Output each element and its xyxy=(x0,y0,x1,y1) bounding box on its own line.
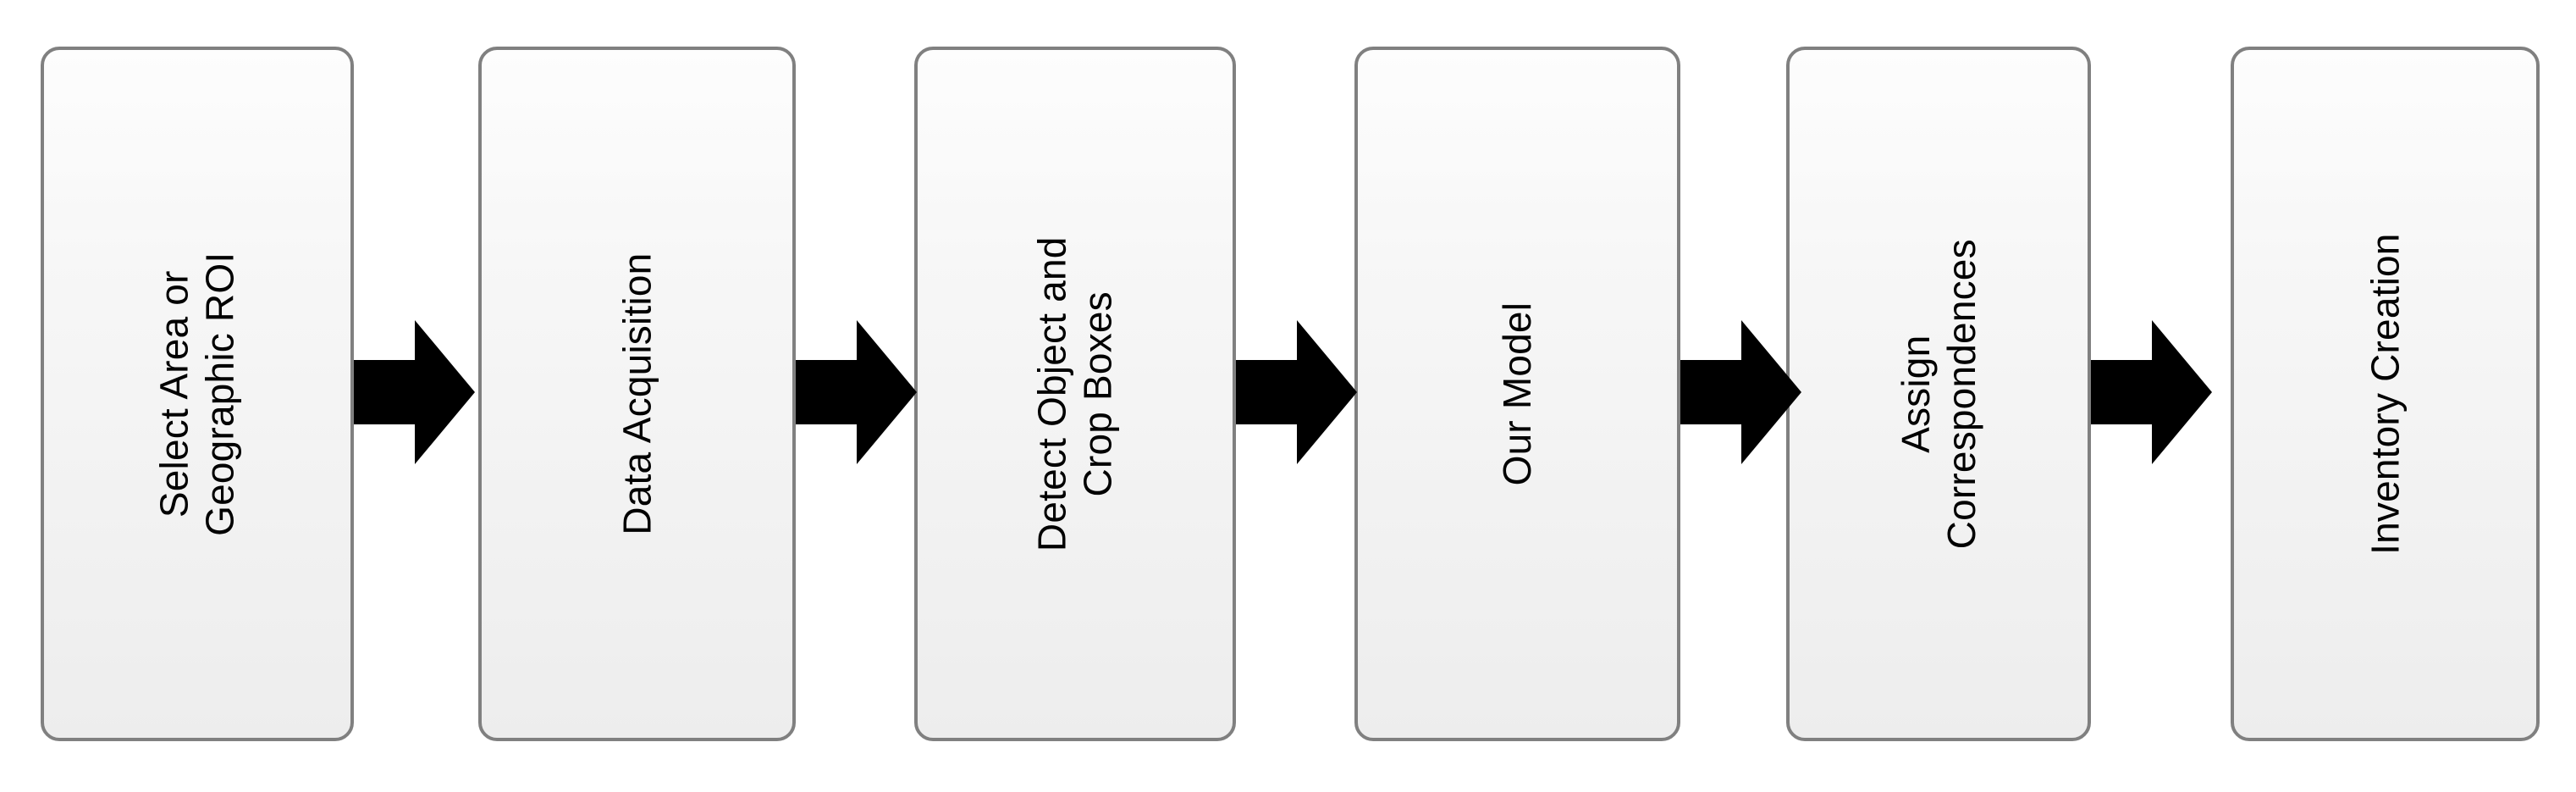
stage-label-line: Select Area or xyxy=(152,270,196,518)
stage-box-data-acquisition[interactable]: Data Acquisition xyxy=(478,47,796,741)
stage-label-our-model: Our Model xyxy=(1494,302,1540,486)
stage-label-line: Geographic ROI xyxy=(198,252,242,536)
stage-label-line: Crop Boxes xyxy=(1075,291,1120,497)
stage-box-our-model[interactable]: Our Model xyxy=(1354,47,1680,741)
flow-arrow-icon-arrow-5 xyxy=(2091,320,2212,464)
stage-label-line: Assign xyxy=(1893,335,1938,453)
stage-label-inventory-creation: Inventory Creation xyxy=(2362,233,2408,554)
stage-label-line: Correspondences xyxy=(1939,238,1984,550)
stage-label-line: Detect Object and xyxy=(1029,236,1074,551)
flow-arrow-icon-arrow-2 xyxy=(796,320,917,464)
flow-arrow-icon-arrow-1 xyxy=(354,320,475,464)
stage-label-line: Our Model xyxy=(1495,302,1540,486)
stage-label-line: Data Acquisition xyxy=(615,252,659,535)
stage-label-line: Inventory Creation xyxy=(2363,233,2408,555)
stage-label-data-acquisition: Data Acquisition xyxy=(614,252,659,534)
flow-arrow-icon-arrow-3 xyxy=(1236,320,1357,464)
stage-box-inventory-creation[interactable]: Inventory Creation xyxy=(2231,47,2540,741)
flow-arrow-icon-arrow-4 xyxy=(1680,320,1801,464)
